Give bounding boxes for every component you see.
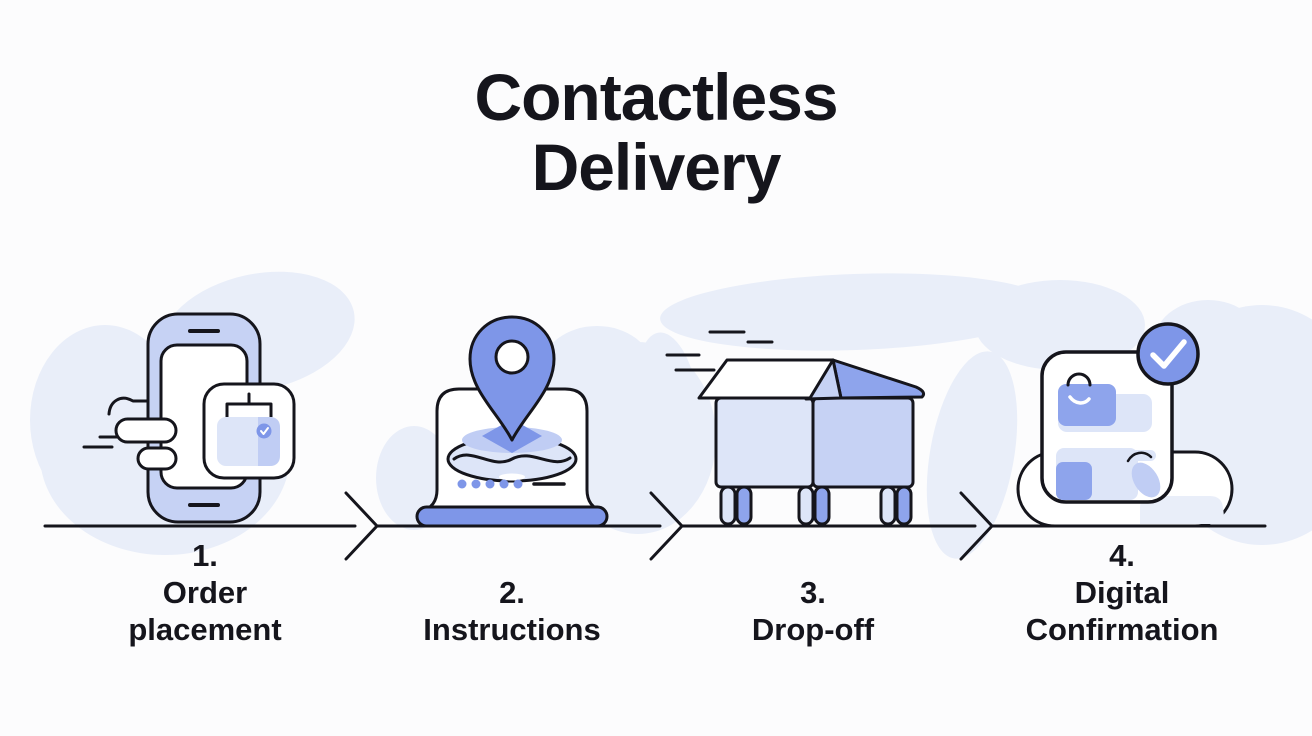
- step-2-text: Instructions: [423, 612, 601, 647]
- confirmation-card-icon: [1016, 322, 1234, 528]
- delivery-boxes-icon: [665, 330, 925, 526]
- hand-finger: [136, 446, 178, 471]
- step-3-text: Drop-off: [751, 612, 875, 647]
- item-photo-small: [1056, 462, 1092, 500]
- step-4-label: 4. Digital Confirmation: [972, 534, 1272, 648]
- step-3-number: 3.: [800, 575, 826, 610]
- item-photo: [1058, 384, 1116, 426]
- map-glint: [499, 473, 525, 481]
- wallet-check: [260, 427, 269, 435]
- leaf-stem: [1126, 451, 1153, 463]
- step-1-label: 1. Order placement: [55, 534, 355, 648]
- step-2-number: 2.: [499, 575, 525, 610]
- step-2-label: 2. Instructions: [362, 534, 662, 648]
- page-title: Contactless Delivery: [0, 62, 1312, 202]
- left-roof: [697, 358, 835, 400]
- item-photo-mark: [1068, 395, 1091, 405]
- arrow-chevron-icon: [649, 491, 684, 561]
- arrow-chevron-icon: [959, 491, 994, 561]
- progress-dots: [457, 479, 523, 489]
- map-wave: [452, 453, 572, 464]
- arrow-chevron-icon: [344, 491, 379, 561]
- step-4-number: 4.: [1109, 538, 1135, 573]
- checkmark-icon: [1150, 339, 1187, 369]
- right-box: [811, 396, 915, 489]
- bag-handle: [1066, 372, 1092, 387]
- leaf: [1131, 462, 1161, 498]
- smartphone-order-icon: [82, 312, 296, 524]
- bag-handle: [225, 402, 273, 419]
- hand-finger: [114, 417, 178, 444]
- step-1-number: 1.: [192, 538, 218, 573]
- location-pin-hole: [494, 339, 530, 375]
- right-roof-slope: [831, 358, 925, 400]
- left-box: [714, 396, 815, 489]
- step-3-label: 3. Drop-off: [663, 534, 963, 648]
- laptop-location-icon: [415, 315, 609, 528]
- item-pill: [1126, 450, 1156, 461]
- title-line-1: Contactless: [474, 60, 838, 134]
- speed-lines: [665, 330, 774, 372]
- step-1-text: Order placement: [128, 575, 282, 647]
- hand-outline: [107, 396, 153, 416]
- wallet-clasp: [256, 423, 272, 439]
- laptop-base: [415, 505, 609, 528]
- location-pin: [468, 315, 556, 442]
- box-legs: [719, 485, 913, 526]
- cloud-shade: [1140, 496, 1225, 524]
- title-line-2: Delivery: [531, 130, 782, 204]
- checkmark-badge: [1136, 322, 1200, 386]
- step-4-text: Digital Confirmation: [1025, 575, 1219, 647]
